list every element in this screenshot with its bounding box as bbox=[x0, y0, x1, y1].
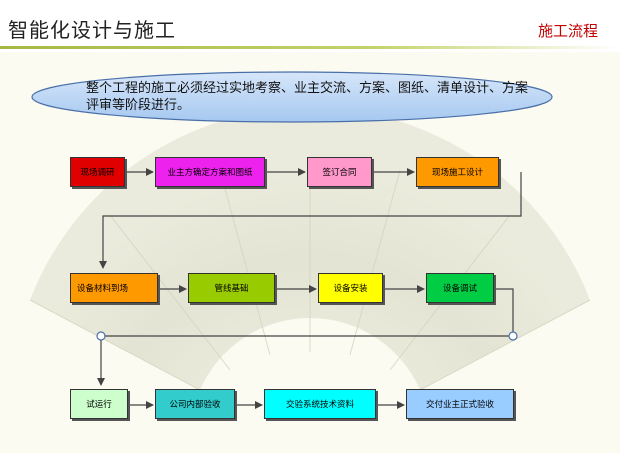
step-box: 公司内部验收 bbox=[155, 389, 235, 419]
step-box: 试运行 bbox=[70, 389, 128, 419]
step-label: 签订合同 bbox=[322, 168, 357, 178]
arrow-8-9 bbox=[97, 288, 514, 386]
step-label: 现场调研 bbox=[80, 168, 115, 178]
step-box: 交付业主正式验收 bbox=[406, 389, 514, 419]
arrow-4-5 bbox=[99, 172, 522, 269]
header: 智能化设计与施工 施工流程 bbox=[0, 0, 620, 52]
step-box: 业主方确定方案和图纸 bbox=[155, 157, 265, 187]
step-label: 交验系统技术资料 bbox=[285, 400, 354, 410]
step-box: 设备材料到场 bbox=[70, 273, 158, 303]
step-label: 设备安装 bbox=[333, 284, 368, 294]
note-ellipse: 整个工程的施工必须经过实地考察、业主交流、方案、图纸、清单设计、方案 评审等阶段… bbox=[30, 70, 555, 124]
connector-node-left bbox=[96, 331, 106, 341]
step-box: 签订合同 bbox=[307, 157, 372, 187]
step-box: 现场调研 bbox=[70, 157, 125, 187]
step-box: 交验系统技术资料 bbox=[264, 389, 376, 419]
connector-node-right bbox=[508, 331, 518, 341]
step-box: 现场施工设计 bbox=[416, 157, 499, 187]
step-box: 管线基础 bbox=[188, 273, 275, 303]
note-text: 整个工程的施工必须经过实地考察、业主交流、方案、图纸、清单设计、方案 评审等阶段… bbox=[86, 81, 529, 113]
page-title: 智能化设计与施工 bbox=[8, 18, 176, 42]
step-label: 管线基础 bbox=[214, 284, 249, 294]
step-box: 设备调试 bbox=[426, 273, 494, 303]
step-label: 设备材料到场 bbox=[77, 284, 129, 294]
step-label: 设备调试 bbox=[442, 284, 477, 294]
header-rule bbox=[0, 46, 620, 49]
step-label: 业主方确定方案和图纸 bbox=[167, 168, 253, 178]
section-title: 施工流程 bbox=[537, 22, 598, 40]
step-label: 试运行 bbox=[86, 400, 112, 410]
step-label: 交付业主正式验收 bbox=[425, 400, 494, 410]
step-box: 设备安装 bbox=[318, 273, 383, 303]
step-label: 现场施工设计 bbox=[431, 168, 483, 178]
step-label: 公司内部验收 bbox=[169, 400, 221, 410]
